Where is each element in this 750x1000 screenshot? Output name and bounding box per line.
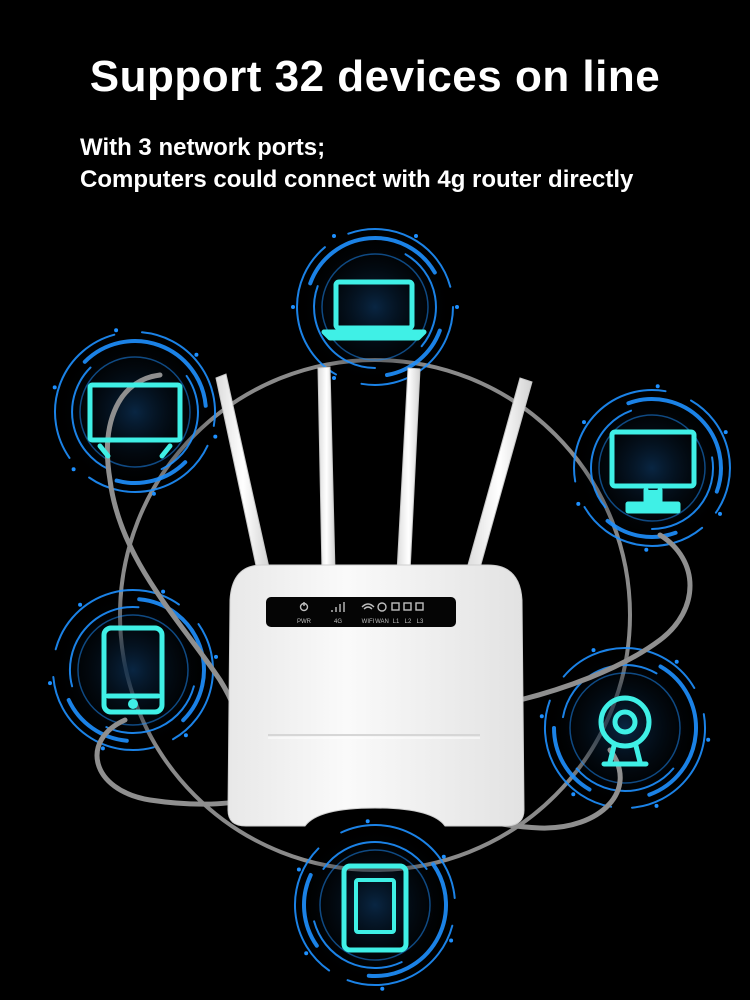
lan1-icon bbox=[391, 602, 400, 611]
antenna-1 bbox=[215, 373, 271, 576]
cable-phone bbox=[94, 717, 248, 807]
wifi-icon bbox=[361, 603, 375, 610]
led-label-wifi: WIFI bbox=[362, 619, 375, 625]
device-ring-tv bbox=[52, 328, 218, 496]
tablet-icon bbox=[341, 863, 409, 953]
device-ring-smartphone bbox=[48, 589, 218, 752]
antenna-3 bbox=[396, 367, 421, 573]
monitor-icon bbox=[609, 429, 697, 514]
device-ring-laptop bbox=[291, 228, 459, 386]
router: PWR 4G WIFI WAN L1 L2 L3 bbox=[227, 564, 525, 827]
tv-icon bbox=[87, 382, 183, 459]
headline: Support 32 devices on line bbox=[89, 52, 661, 101]
antenna-4 bbox=[465, 377, 533, 576]
router-body bbox=[227, 564, 525, 827]
smartphone-icon bbox=[101, 625, 165, 715]
device-ring-tablet bbox=[294, 819, 456, 991]
wan-icon bbox=[377, 602, 387, 612]
device-ring-monitor bbox=[573, 384, 731, 552]
lan3-icon bbox=[415, 602, 424, 611]
led-label-l1: L1 bbox=[393, 619, 400, 625]
laptop-icon bbox=[321, 279, 427, 341]
antennas bbox=[215, 366, 533, 576]
antenna-2 bbox=[317, 366, 336, 573]
led-label-wan: WAN bbox=[375, 619, 389, 625]
subtitle-line-2: Computers could connect with 4g router d… bbox=[80, 166, 634, 193]
signal-bars-icon bbox=[331, 602, 345, 612]
device-ring-webcam bbox=[539, 647, 711, 809]
led-label-l2: L2 bbox=[405, 619, 412, 625]
led-label-4g: 4G bbox=[334, 619, 342, 625]
router-led-panel bbox=[266, 597, 456, 627]
led-label-l3: L3 bbox=[417, 619, 424, 625]
lan2-icon bbox=[403, 602, 412, 611]
subtitle-line-1: With 3 network ports; bbox=[80, 134, 326, 161]
led-label-pwr: PWR bbox=[297, 619, 312, 625]
webcam-icon bbox=[598, 695, 652, 767]
